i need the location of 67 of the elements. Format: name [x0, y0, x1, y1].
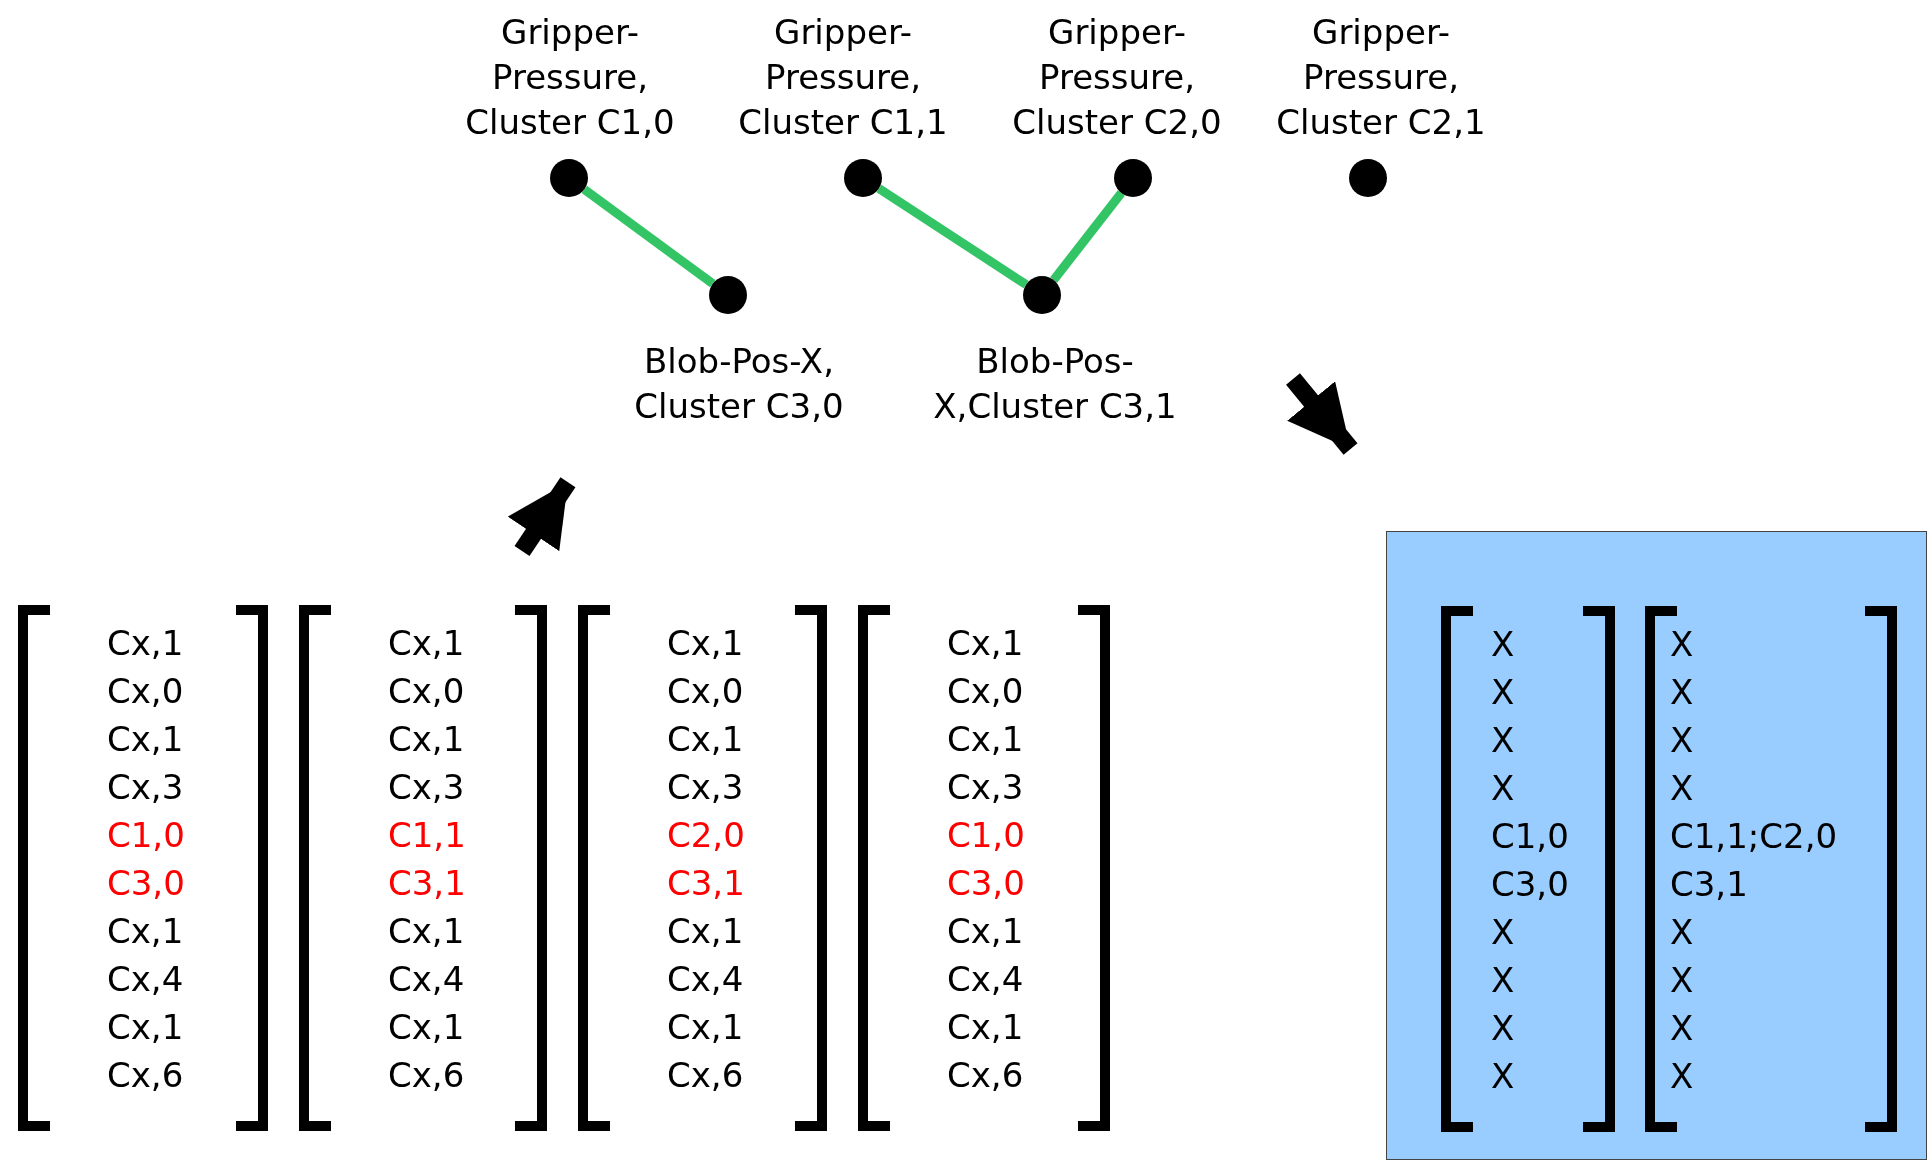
matrix-entry: X: [1491, 671, 1515, 714]
matrix-entry: C3,0: [947, 862, 1025, 905]
matrix-entry: X: [1670, 911, 1694, 954]
matrix-entry: C1,0: [947, 814, 1025, 857]
node-label: Gripper-Pressure, Cluster C2,0: [1011, 11, 1223, 144]
matrix-entry: Cx,1: [947, 718, 1024, 761]
matrix-entry: Cx,4: [107, 958, 184, 1001]
matrix-entry: X: [1670, 671, 1694, 714]
matrix-entry: Cx,1: [107, 718, 184, 761]
matrix-entry: C3,1: [667, 862, 745, 905]
matrix-entry: C3,1: [388, 862, 466, 905]
matrix-entry: Cx,4: [947, 958, 1024, 1001]
matrix-entry: Cx,0: [667, 670, 744, 713]
matrix-entry: C1,0: [1491, 815, 1569, 858]
matrix-entry: X: [1491, 1007, 1515, 1050]
matrix-entry: Cx,1: [947, 1006, 1024, 1049]
matrix-entry: Cx,4: [667, 958, 744, 1001]
matrix-entry: Cx,1: [667, 910, 744, 953]
matrix-entry: Cx,1: [388, 622, 465, 665]
matrix-entry: C3,0: [107, 862, 185, 905]
matrix-entry: Cx,6: [107, 1054, 184, 1097]
matrix-entry: Cx,6: [667, 1054, 744, 1097]
matrix-entry: Cx,1: [667, 622, 744, 665]
matrix-entry: X: [1670, 959, 1694, 1002]
matrix-entry: Cx,6: [388, 1054, 465, 1097]
matrix-entry: X: [1670, 719, 1694, 762]
matrix-entry: Cx,1: [388, 718, 465, 761]
matrix-entry: X: [1491, 767, 1515, 810]
matrix-entry: Cx,0: [947, 670, 1024, 713]
node-label: Blob-Pos-X, Cluster C3,0: [633, 340, 845, 428]
matrix-entry: X: [1670, 623, 1694, 666]
matrix-entry: X: [1491, 959, 1515, 1002]
matrix-entry: Cx,1: [388, 910, 465, 953]
highlight-panel: [1386, 531, 1927, 1160]
matrix-entry: X: [1670, 767, 1694, 810]
matrix-entry: C1,0: [107, 814, 185, 857]
matrix-entry: Cx,1: [667, 718, 744, 761]
matrix-entry: Cx,3: [947, 766, 1024, 809]
node-label: Blob-Pos-X,Cluster C3,1: [932, 340, 1178, 428]
matrix-entry: Cx,1: [667, 1006, 744, 1049]
matrix-entry: C3,0: [1491, 863, 1569, 906]
matrix-entry: Cx,1: [388, 1006, 465, 1049]
matrix-entry: Cx,3: [388, 766, 465, 809]
matrix-entry: Cx,1: [107, 622, 184, 665]
matrix-entry: Cx,1: [107, 910, 184, 953]
matrix-entry: Cx,1: [947, 910, 1024, 953]
matrix-entry: C3,1: [1670, 863, 1748, 906]
matrix-entry: X: [1491, 1055, 1515, 1098]
matrix-entry: Cx,3: [667, 766, 744, 809]
matrix-entry: X: [1491, 911, 1515, 954]
matrix-entry: Cx,0: [388, 670, 465, 713]
matrix-entry: Cx,6: [947, 1054, 1024, 1097]
matrix-entry: Cx,1: [107, 1006, 184, 1049]
matrix-entry: C1,1: [388, 814, 466, 857]
node-label: Gripper-Pressure, Cluster C1,0: [464, 11, 676, 144]
matrix-entry: X: [1670, 1007, 1694, 1050]
matrix-entry: X: [1670, 1055, 1694, 1098]
matrix-entry: X: [1491, 623, 1515, 666]
matrix-entry: Cx,1: [947, 622, 1024, 665]
matrix-entry: Cx,0: [107, 670, 184, 713]
matrix-entry: C2,0: [667, 814, 745, 857]
node-label: Gripper-Pressure, Cluster C2,1: [1275, 11, 1487, 144]
matrix-entry: X: [1491, 719, 1515, 762]
matrix-entry: Cx,4: [388, 958, 465, 1001]
matrix-entry: Cx,3: [107, 766, 184, 809]
node-label: Gripper-Pressure, Cluster C1,1: [737, 11, 949, 144]
matrix-entry: C1,1;C2,0: [1670, 815, 1838, 858]
